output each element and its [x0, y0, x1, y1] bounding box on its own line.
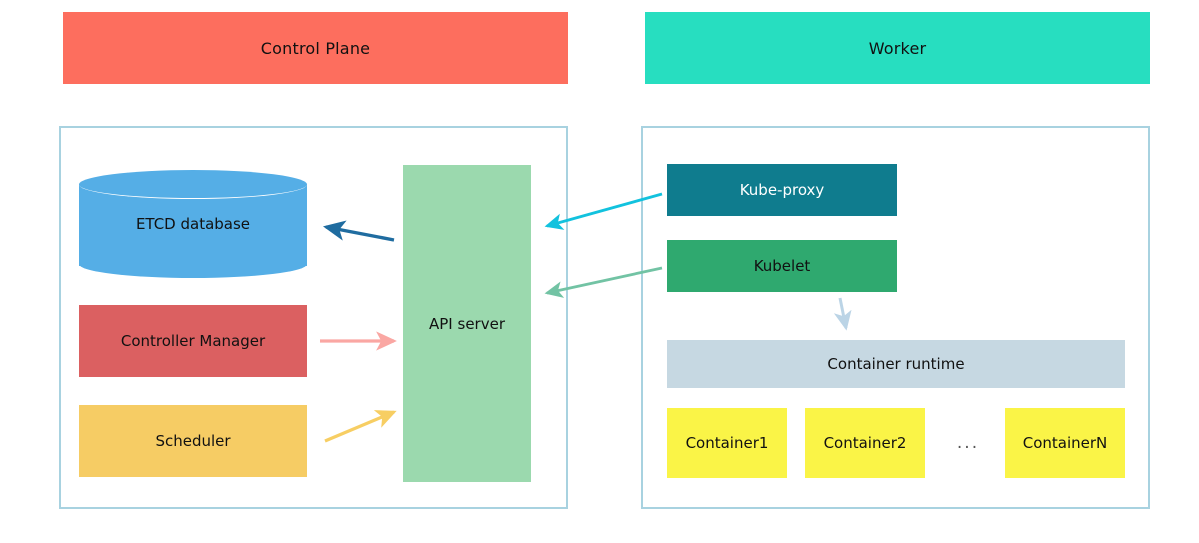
- container-1-label: Container1: [685, 434, 769, 452]
- control-plane-title: Control Plane: [260, 38, 371, 58]
- container-runtime-label: Container runtime: [827, 355, 965, 373]
- container-node-1: Container1: [667, 408, 787, 478]
- etcd-database-node: ETCD database: [79, 170, 307, 278]
- etcd-database-label: ETCD database: [135, 215, 251, 233]
- container-runtime-node: Container runtime: [667, 340, 1125, 388]
- kubelet-node: Kubelet: [667, 240, 897, 292]
- cylinder-top-ellipse: [79, 170, 307, 199]
- controller-manager-label: Controller Manager: [120, 332, 266, 350]
- scheduler-label: Scheduler: [155, 432, 231, 450]
- container-2-label: Container2: [823, 434, 907, 452]
- kube-proxy-node: Kube-proxy: [667, 164, 897, 216]
- controller-manager-node: Controller Manager: [79, 305, 307, 377]
- container-node-2: Container2: [805, 408, 925, 478]
- api-server-node: API server: [403, 165, 531, 482]
- container-n-label: ContainerN: [1022, 434, 1108, 452]
- worker-title: Worker: [868, 38, 927, 58]
- control-plane-banner: Control Plane: [63, 12, 568, 84]
- worker-banner: Worker: [645, 12, 1150, 84]
- kubelet-label: Kubelet: [753, 257, 811, 275]
- kube-proxy-label: Kube-proxy: [739, 181, 825, 199]
- container-node-n: ContainerN: [1005, 408, 1125, 478]
- api-server-label: API server: [429, 314, 505, 333]
- containers-ellipsis: ...: [956, 433, 980, 453]
- scheduler-node: Scheduler: [79, 405, 307, 477]
